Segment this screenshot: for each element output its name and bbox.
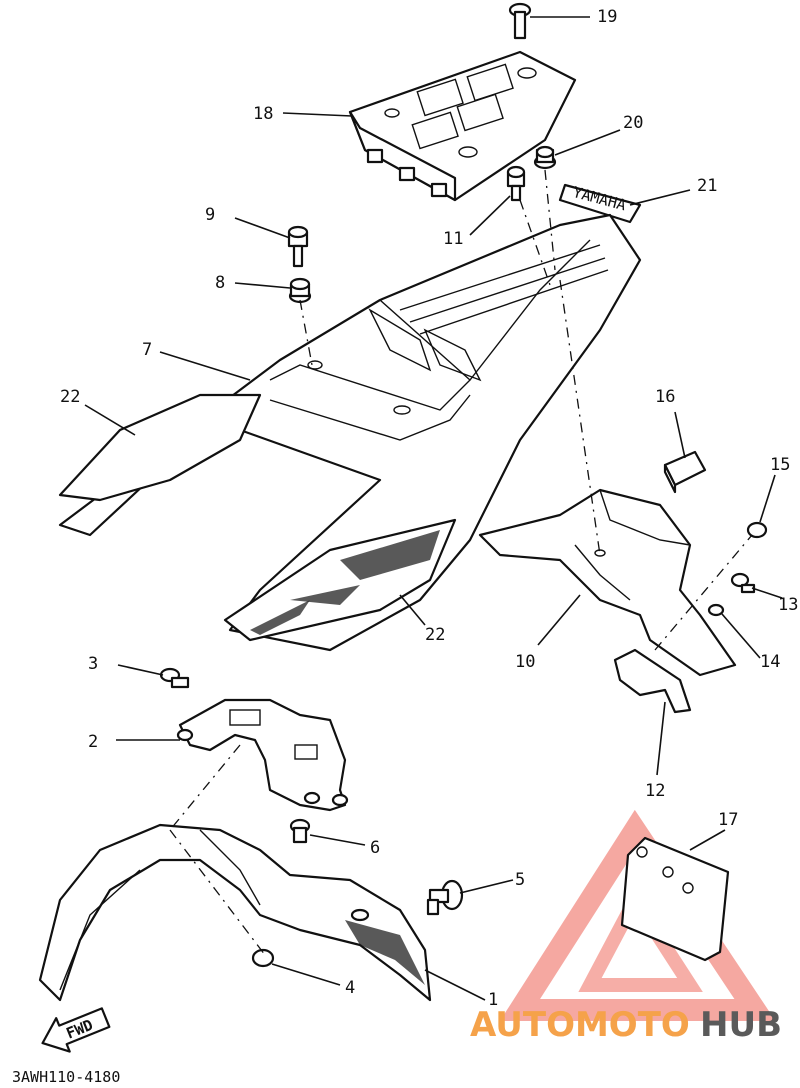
grommet-5 (426, 879, 464, 916)
callout-14: 14 (760, 652, 780, 672)
callout-2: 2 (88, 732, 98, 752)
callout-19: 19 (597, 7, 617, 27)
watermark-brand-2: HUB (700, 1005, 782, 1045)
callout-16: 16 (655, 387, 675, 407)
callout-22-upper: 22 (60, 387, 80, 407)
callout-9: 9 (205, 205, 215, 225)
bolt-11 (506, 165, 526, 202)
bolt-19 (508, 2, 532, 40)
nut-4 (251, 948, 275, 968)
callout-4: 4 (345, 978, 355, 998)
callout-6: 6 (370, 838, 380, 858)
callout-labels: 19 18 20 21 11 9 8 7 22 22 16 15 13 14 1… (60, 7, 798, 1010)
callout-15: 15 (770, 455, 790, 475)
callout-12: 12 (645, 781, 665, 801)
collar-20 (533, 145, 557, 170)
bolt-3 (159, 667, 190, 689)
bolt-6 (289, 818, 311, 844)
callout-1: 1 (488, 990, 498, 1010)
plate-17 (620, 836, 730, 962)
callout-11: 11 (443, 229, 463, 249)
washer-14 (707, 603, 725, 617)
front-fender-1 (38, 823, 432, 1002)
alignment-lines (169, 169, 753, 956)
watermark-brand-1: AUTOMOTO (470, 1005, 690, 1045)
plate-bracket-12 (613, 648, 692, 714)
callout-3: 3 (88, 654, 98, 674)
grommet-8 (288, 277, 312, 304)
bolt-13 (730, 572, 756, 594)
callout-5: 5 (515, 870, 525, 890)
graphic-decal-lower (223, 518, 457, 642)
callout-7: 7 (142, 340, 152, 360)
yamaha-decal: YAMAHA (558, 183, 642, 224)
watermark-text: AUTOMOTO HUB (470, 1005, 782, 1045)
taillight-bracket (478, 488, 737, 677)
fender-bracket-2 (176, 698, 349, 812)
callout-18: 18 (253, 104, 273, 124)
nut-15 (746, 521, 768, 539)
callout-21: 21 (697, 176, 717, 196)
diagram-code: 3AWH110-4180 (12, 1068, 120, 1086)
callout-10: 10 (515, 652, 535, 672)
callout-13: 13 (778, 595, 798, 615)
bolt-9 (287, 225, 309, 268)
graphic-decal-upper (58, 393, 262, 502)
callout-17: 17 (718, 810, 738, 830)
callout-22-lower: 22 (425, 625, 445, 645)
callout-20: 20 (623, 113, 643, 133)
fwd-arrow: FWD (41, 1007, 111, 1053)
carrier-part (348, 50, 577, 202)
callout-8: 8 (215, 273, 225, 293)
leader-lines (84, 16, 783, 1001)
